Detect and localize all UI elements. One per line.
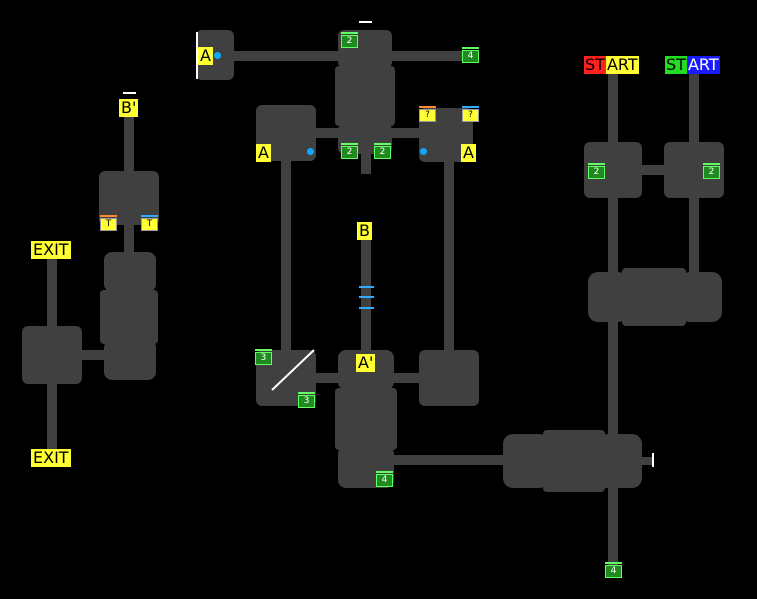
corridor <box>124 100 134 174</box>
orange-key-chest-icon[interactable]: T <box>100 215 117 231</box>
room <box>104 340 156 380</box>
start-label-part: ART <box>686 55 720 74</box>
room <box>104 252 156 292</box>
treasure-chest-icon[interactable]: 2 <box>341 32 358 48</box>
teleport-orb[interactable] <box>214 52 221 59</box>
warp-label-b: B <box>357 221 372 240</box>
treasure-chest-icon[interactable]: 2 <box>341 143 358 159</box>
warp-label-a-left: A <box>256 143 271 162</box>
teleport-orb[interactable] <box>420 148 427 155</box>
room <box>256 105 316 161</box>
room <box>100 290 158 344</box>
room <box>543 430 605 492</box>
room <box>335 66 395 126</box>
corridor <box>392 455 506 465</box>
treasure-chest-icon[interactable]: 3 <box>298 392 315 408</box>
treasure-chest-icon[interactable]: 3 <box>255 349 272 365</box>
exit-label-bottom: EXIT <box>31 448 71 467</box>
corridor <box>392 373 422 383</box>
corridor <box>281 158 291 354</box>
treasure-chest-icon[interactable]: 2 <box>588 163 605 179</box>
room <box>584 142 642 198</box>
corridor <box>608 196 618 272</box>
corridor <box>689 196 699 272</box>
room <box>588 272 628 322</box>
corridor <box>312 128 340 138</box>
room <box>598 434 642 488</box>
corridor <box>361 238 371 352</box>
corridor <box>638 165 668 175</box>
warp-label-a-prime: A' <box>356 353 376 372</box>
start-label-part: ART <box>605 55 639 74</box>
diagonal-ramp <box>271 349 315 391</box>
exit-room <box>22 326 82 384</box>
corridor <box>638 457 654 465</box>
room <box>335 388 397 450</box>
start-label-part: ST <box>584 55 606 74</box>
room <box>503 434 549 488</box>
treasure-chest-icon[interactable]: 2 <box>703 163 720 179</box>
room <box>680 272 722 322</box>
teleport-orb[interactable] <box>307 148 314 155</box>
room <box>622 268 686 326</box>
corridor <box>230 51 342 61</box>
room <box>664 142 724 198</box>
corridor <box>312 373 340 383</box>
corridor <box>388 51 472 61</box>
corridor <box>689 70 699 144</box>
treasure-chest-icon[interactable]: 2 <box>374 143 391 159</box>
orange-key-chest-icon[interactable]: ? <box>419 106 436 122</box>
corridor <box>47 258 57 330</box>
warp-label-a-top: A <box>198 46 213 65</box>
corridor <box>444 158 454 352</box>
start-label-part: ST <box>665 55 687 74</box>
warp-label-b-prime: B' <box>119 98 139 117</box>
corridor <box>608 486 618 566</box>
corridor <box>608 322 618 434</box>
corridor <box>124 222 134 256</box>
blue-key-chest-icon[interactable]: ? <box>462 106 479 122</box>
treasure-chest-icon[interactable]: 4 <box>462 47 479 63</box>
corridor <box>47 380 57 452</box>
exit-label-top: EXIT <box>31 240 71 259</box>
corridor <box>608 70 618 144</box>
room <box>99 171 159 225</box>
corridor <box>78 350 108 360</box>
blue-key-chest-icon[interactable]: T <box>141 215 158 231</box>
treasure-chest-icon[interactable]: 4 <box>605 562 622 578</box>
warp-label-a-right: A <box>461 143 476 162</box>
corridor <box>361 150 371 174</box>
room <box>419 350 479 406</box>
corridor <box>390 128 422 138</box>
treasure-chest-icon[interactable]: 4 <box>376 471 393 487</box>
